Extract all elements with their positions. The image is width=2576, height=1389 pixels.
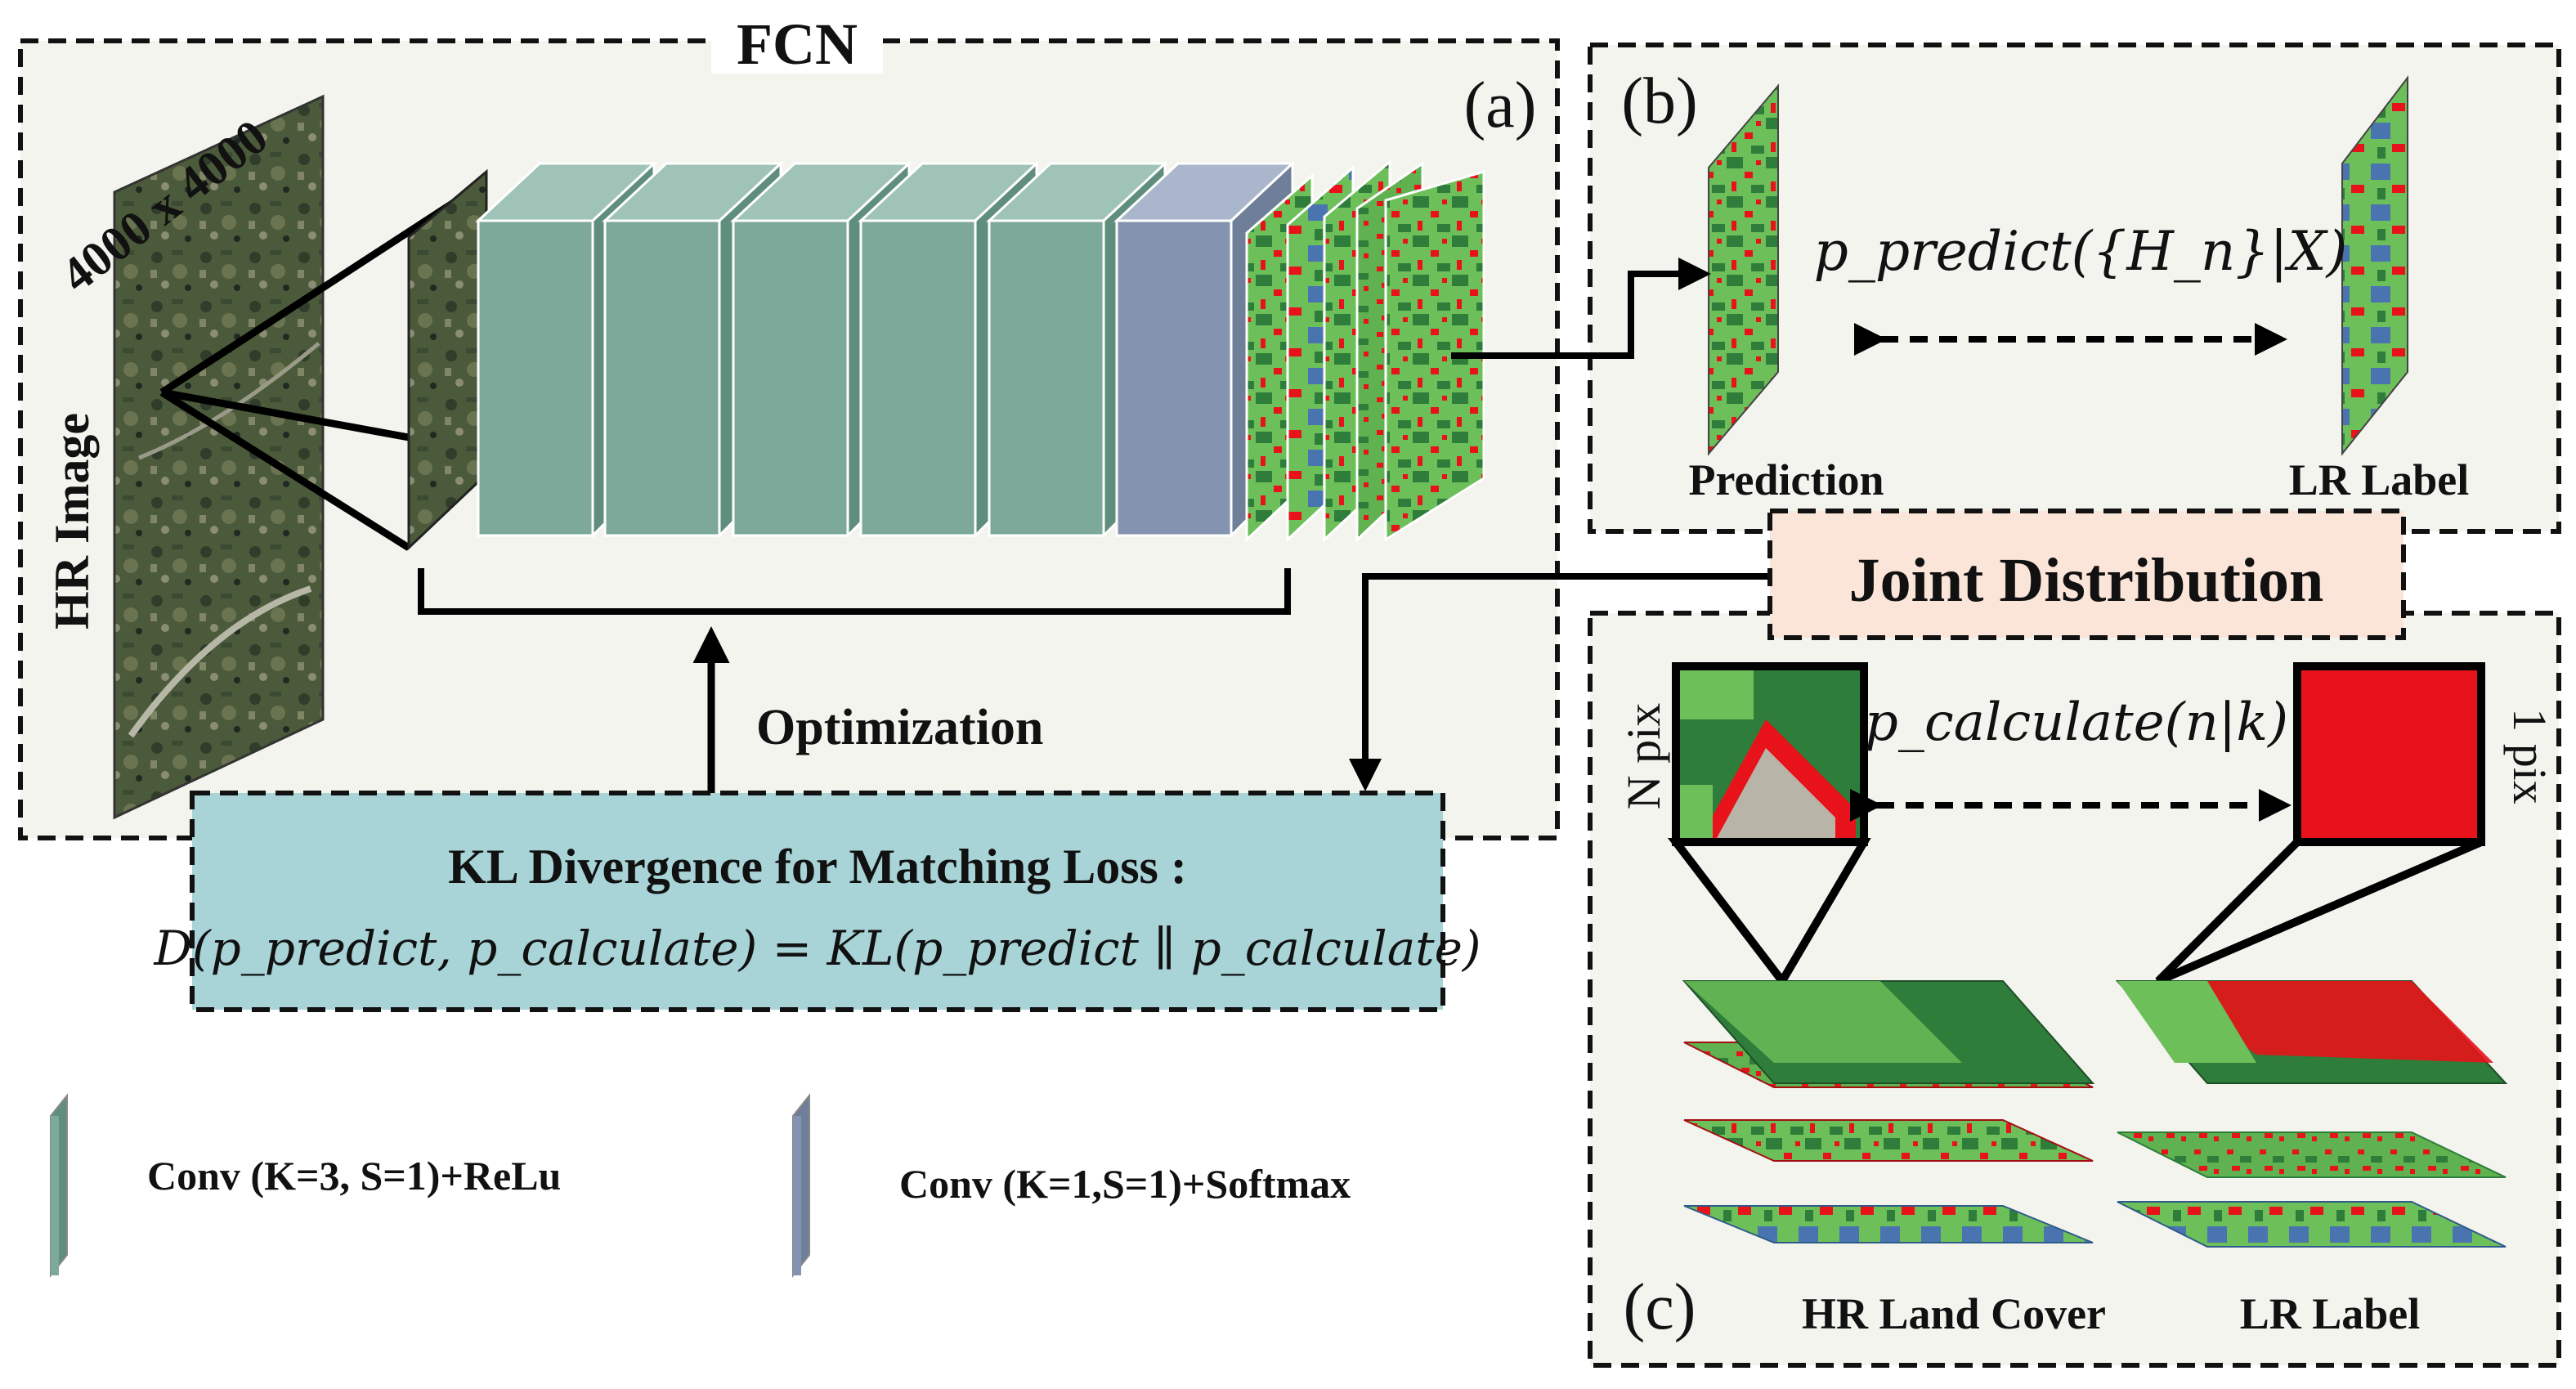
- legend-label-softmax: Conv (K=1,S=1)+Softmax: [899, 1161, 1351, 1207]
- one-pix-label: 1 pix: [2503, 708, 2556, 804]
- output-to-prediction-arrow: [1451, 258, 1711, 359]
- legend-label-conv: Conv (K=3, S=1)+ReLu: [147, 1153, 561, 1199]
- joint-to-kl-arrow: [1349, 573, 1770, 791]
- kl-title: KL Divergence for Matching Loss :: [448, 840, 1187, 894]
- one-pix-zoom: [2293, 662, 2485, 846]
- p-predict-formula: p_predict({H_n}|X): [1814, 220, 2348, 283]
- fcn-title: FCN: [737, 11, 858, 77]
- panel-b: (b) Prediction LR Label p_predict({H_n}|…: [1588, 43, 2561, 534]
- output-probability-maps: [1245, 159, 1485, 543]
- optimization-label: Optimization: [756, 700, 1043, 755]
- panel-c-label: (c): [1624, 1271, 1696, 1343]
- panel-a: FCN (a) 4000 x 4000 HR Image: [18, 11, 1560, 840]
- legend: Conv (K=3, S=1)+ReLu Conv (K=1,S=1)+Soft…: [50, 1093, 1351, 1278]
- legend-item-conv: Conv (K=3, S=1)+ReLu: [50, 1093, 561, 1278]
- hr-land-cover-label: HR Land Cover: [1802, 1289, 2106, 1338]
- kl-formula: D(p_predict, p_calculate) = KL(p_predict…: [153, 921, 1481, 976]
- prediction-map: [1708, 83, 1779, 456]
- hr-land-cover-stack: [1682, 980, 2095, 1243]
- legend-item-softmax: Conv (K=1,S=1)+Softmax: [792, 1093, 1351, 1278]
- panel-a-label: (a): [1464, 69, 1537, 141]
- lr-label-b-label: LR Label: [2289, 455, 2470, 504]
- n-pix-zoom: [1672, 662, 1868, 846]
- panel-b-label: (b): [1621, 65, 1697, 137]
- n-pix-zoom-callout: [1667, 838, 1871, 988]
- one-pix-zoom-callout: [2155, 838, 2483, 985]
- prediction-label: Prediction: [1689, 455, 1884, 504]
- hr-image: [113, 94, 325, 820]
- lr-label-c-label: LR Label: [2240, 1289, 2421, 1338]
- p-calculate-formula: p_calculate(n|k): [1865, 692, 2288, 753]
- hr-image-label: HR Image: [45, 413, 99, 630]
- lr-label-map-b: [2341, 75, 2408, 456]
- layer-bracket: [418, 568, 1291, 615]
- panel-c: Joint Distribution (c) N pix 1 pix p_cal…: [1588, 509, 2561, 1368]
- joint-distribution-label-overlay: Joint Distribution: [1849, 546, 2324, 615]
- lr-label-stack: [2115, 980, 2508, 1248]
- n-pix-label: N pix: [1617, 703, 1670, 810]
- kl-divergence-box: KL Divergence for Matching Loss : D(p_pr…: [153, 791, 1481, 1012]
